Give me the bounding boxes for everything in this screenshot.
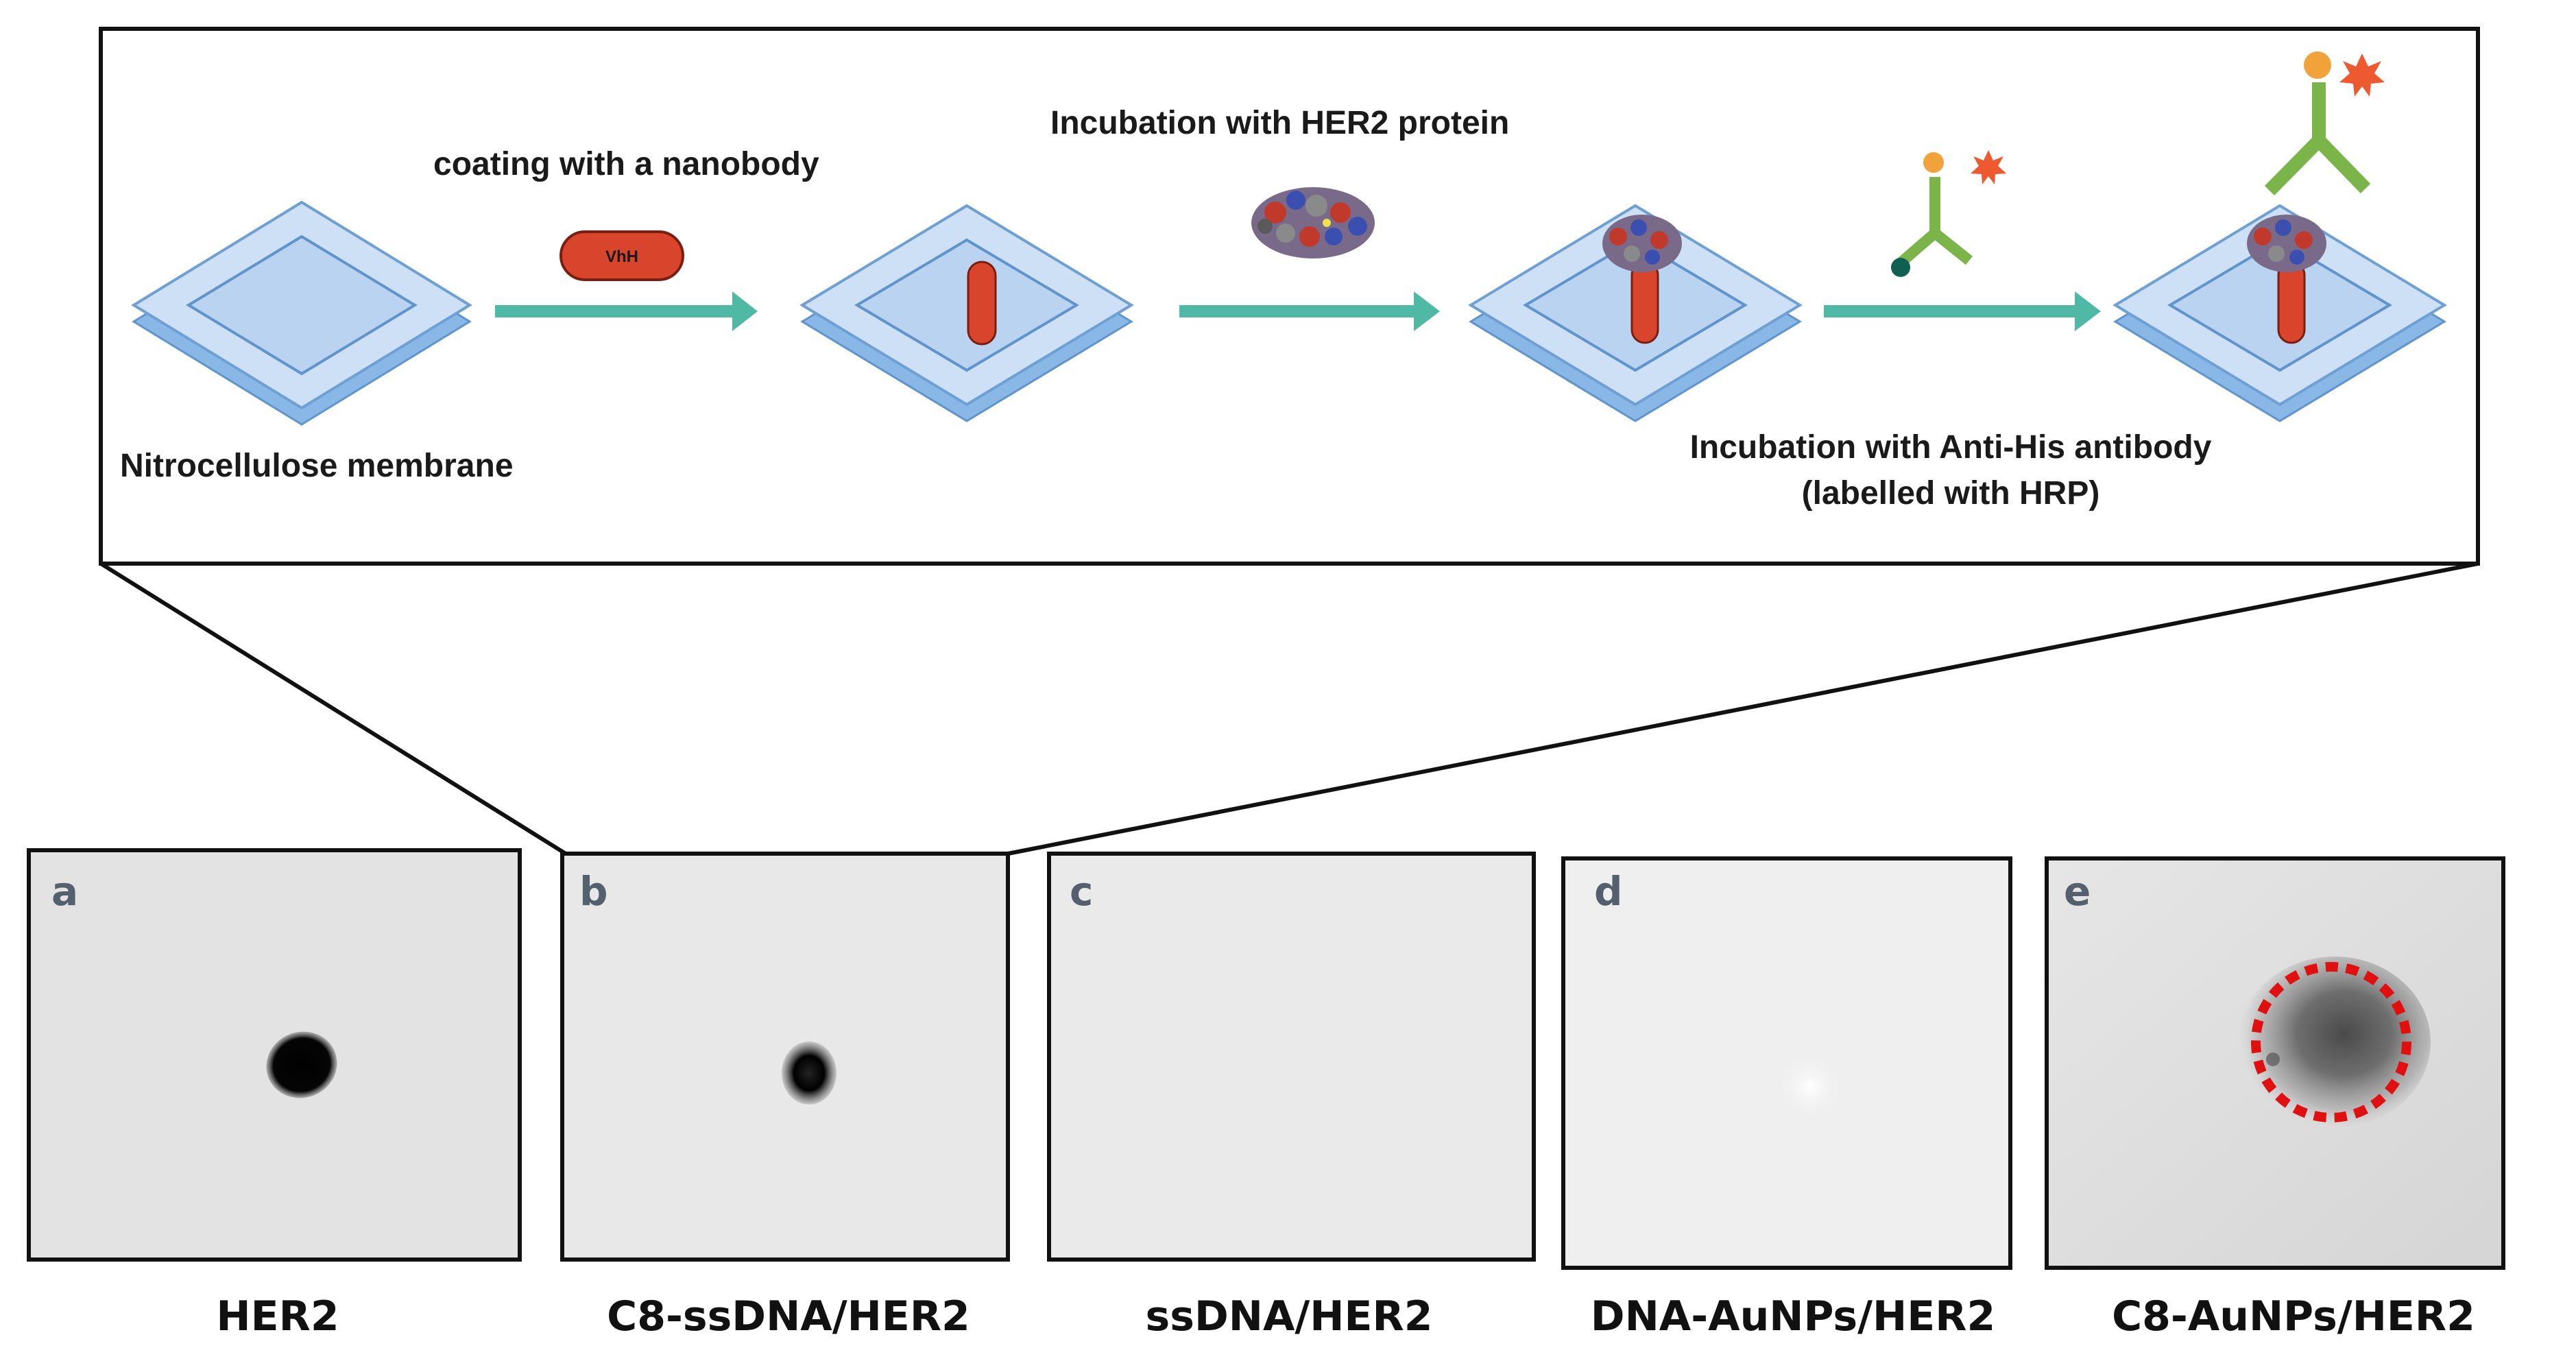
svg-text:a: a (51, 868, 78, 915)
svg-text:e: e (2064, 868, 2091, 915)
panel-e-caption: C8-AuNPs/HER2 (2112, 1292, 2475, 1340)
zoom-line-left (99, 562, 567, 856)
panel-d: d (1561, 856, 2012, 1270)
arrow-2 (1179, 291, 1440, 331)
arrow-1 (495, 291, 758, 331)
svg-text:b: b (579, 868, 608, 915)
panel-c: c (1047, 852, 1536, 1262)
coating-label: coating with a nanobody (433, 146, 819, 182)
her2-incubation-label: Incubation with HER2 protein (1050, 105, 1509, 141)
antibody-incubation-label-1: Incubation with Anti-His antibody (1690, 429, 2212, 466)
svg-text:VhH: VhH (605, 248, 638, 266)
antibody-incubation-label-2: (labelled with HRP) (1802, 475, 2100, 512)
schematic-box (99, 27, 2480, 566)
membrane-dish-3 (1468, 204, 1803, 422)
membrane-label: Nitrocellulose membrane (120, 448, 514, 484)
membrane-dish-4 (2112, 204, 2447, 422)
highlight-circle (2251, 962, 2411, 1122)
panel-b: b (560, 852, 1010, 1262)
panel-b-spot (782, 1042, 836, 1105)
membrane-dish-1 (131, 200, 472, 426)
svg-text:c: c (1070, 868, 1093, 915)
panel-b-caption: C8-ssDNA/HER2 (607, 1292, 970, 1340)
panel-d-caption: DNA-AuNPs/HER2 (1591, 1292, 1995, 1340)
anti-his-antibody-icon (1891, 150, 2006, 277)
svg-text:d: d (1594, 868, 1623, 915)
panel-e-spot (2239, 956, 2431, 1128)
bound-antibody-icon (2264, 51, 2385, 196)
panel-a: a (27, 848, 522, 1262)
her2-protein-icon (1251, 187, 1375, 258)
vhh-pill: VhH (559, 230, 684, 281)
panel-a-spot (266, 1031, 337, 1098)
panel-e: e (2045, 856, 2505, 1270)
panel-c-caption: ssDNA/HER2 (1146, 1292, 1433, 1340)
arrow-3 (1824, 291, 2101, 331)
panel-d-faint-spot (1779, 1056, 1841, 1118)
panel-a-caption: HER2 (216, 1292, 339, 1340)
zoom-line-right (1007, 562, 2479, 856)
membrane-dish-2 (799, 204, 1134, 422)
